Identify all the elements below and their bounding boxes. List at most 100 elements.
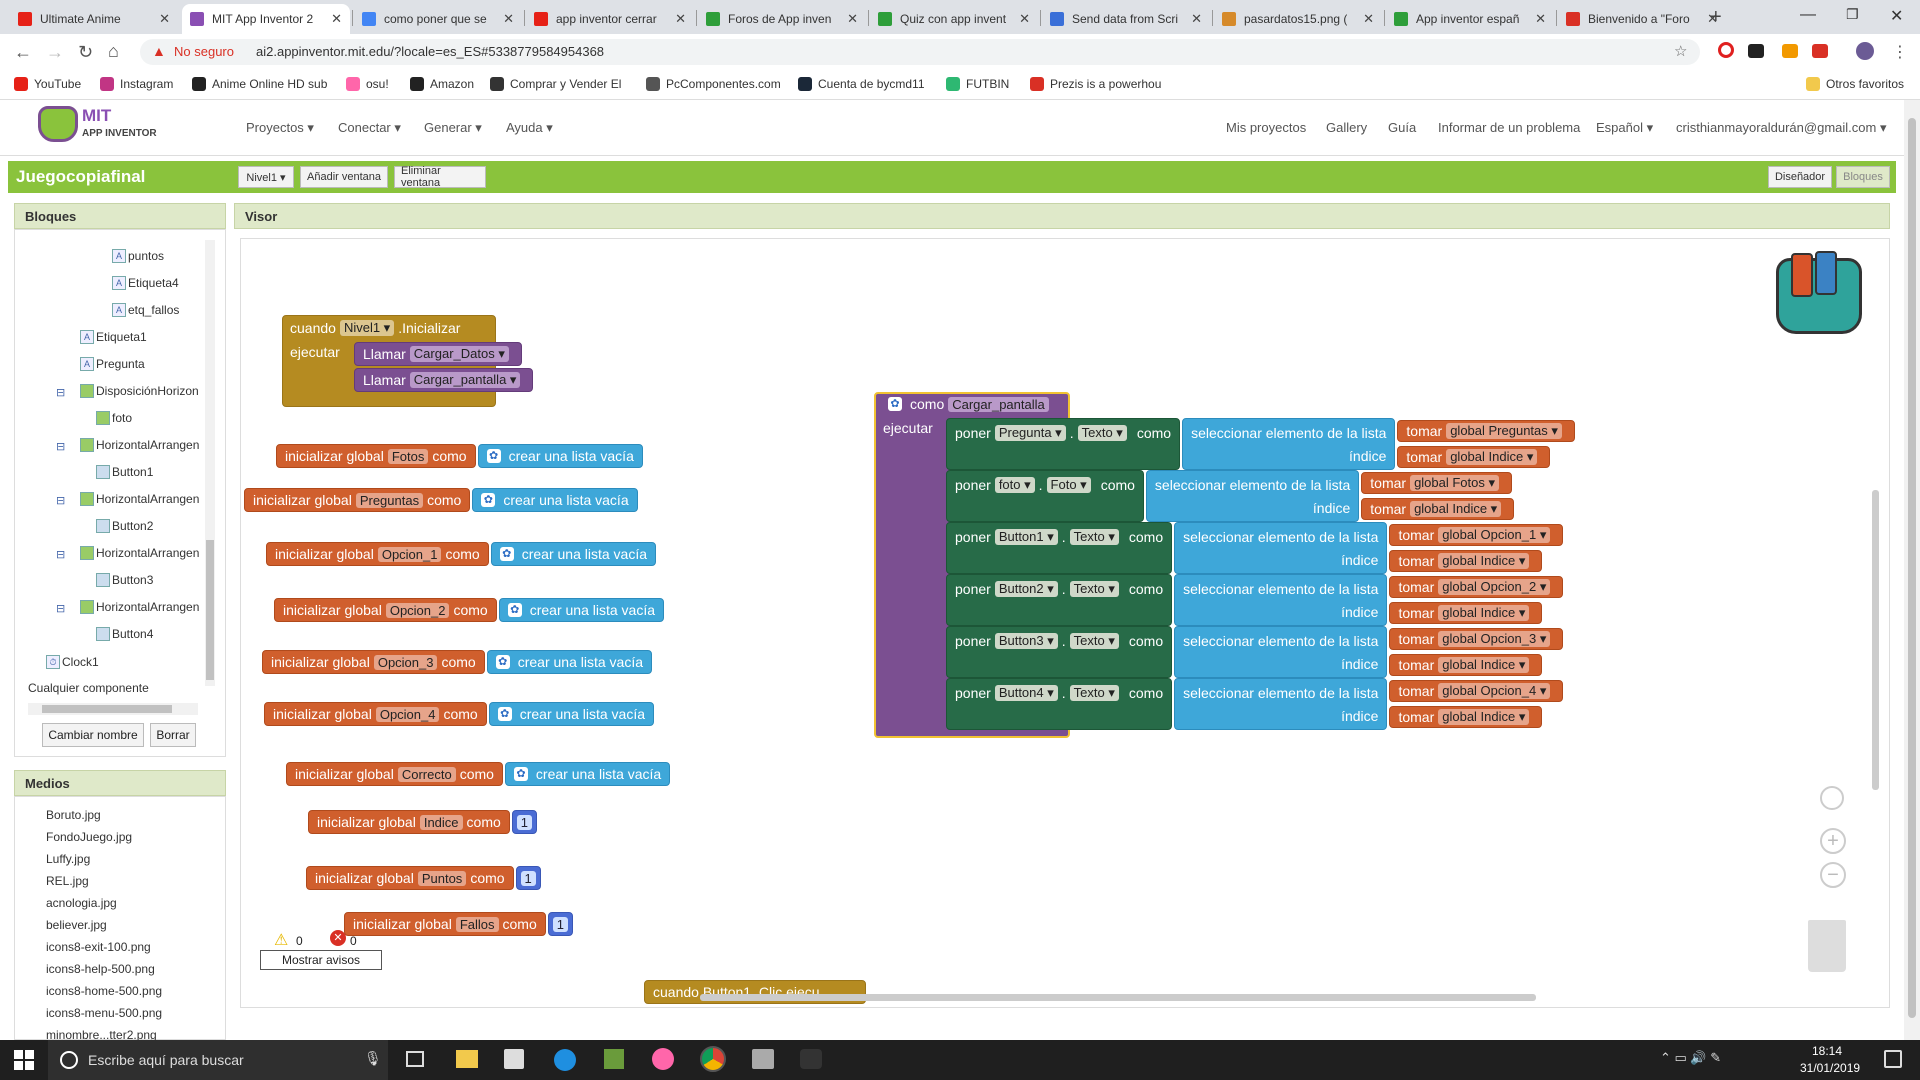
bookmark-item[interactable]: Amazon [410,77,474,91]
get-global-index-block[interactable]: tomarglobal Indice ▾ [1389,602,1542,624]
right-menu-item[interactable]: Español ▾ [1596,120,1653,136]
tree-item[interactable]: ⏱Clock1 [46,652,99,672]
reload-icon[interactable]: ↻ [78,42,93,63]
new-tab-button[interactable]: + [1710,6,1722,29]
gear-icon[interactable]: ✿ [508,603,522,617]
global-name-field[interactable]: Opcion_2 [386,603,450,618]
number-value[interactable]: 1 [517,815,532,830]
bookmark-item[interactable]: FUTBIN [946,77,1009,91]
bookmark-item[interactable]: PcComponentes.com [646,77,781,91]
global-name-field[interactable]: Opcion_1 [378,547,442,562]
tab-7[interactable]: Send data from Scri✕ [1042,4,1210,34]
tree-hscroll-thumb[interactable] [42,705,172,713]
right-menu-item[interactable]: cristhianmayoraldurán@gmail.com ▾ [1676,120,1886,136]
get-global-index-block[interactable]: tomarglobal Indice ▾ [1361,498,1514,520]
gear-icon[interactable]: ✿ [496,655,510,669]
tab-8[interactable]: pasardatos15.png (✕ [1214,4,1382,34]
init-global-opcion_2-block[interactable]: inicializar globalOpcion_2como [274,598,497,622]
app-window-icon[interactable] [752,1049,774,1069]
tab-close-icon[interactable]: ✕ [159,11,170,27]
media-file[interactable]: icons8-help-500.png [46,962,155,976]
global-dropdown[interactable]: global Indice ▾ [1438,605,1529,621]
profile-icon[interactable] [1856,42,1874,60]
component-dropdown[interactable]: foto ▾ [995,477,1035,493]
create-empty-list-block[interactable]: ✿crear una lista vacía [491,542,656,566]
select-list-item-block[interactable]: seleccionar elemento de la listaíndice [1182,418,1395,470]
taskbar-search-box[interactable]: Escribe aquí para buscar 🎙 [48,1040,388,1080]
property-dropdown[interactable]: Texto ▾ [1078,425,1127,441]
right-menu-item[interactable]: Informar de un problema [1438,120,1580,135]
property-dropdown[interactable]: Texto ▾ [1070,633,1119,649]
gear-icon[interactable]: ✿ [888,397,902,411]
workspace-hscrollbar[interactable] [700,994,1536,1001]
tree-item[interactable]: Apuntos [112,246,164,266]
component-dropdown[interactable]: Button1 ▾ [995,529,1058,545]
tab-close-icon[interactable]: ✕ [1191,11,1202,27]
tab-1[interactable]: Ultimate Anime✕ [10,4,178,34]
global-dropdown[interactable]: global Opcion_1 ▾ [1438,527,1550,543]
create-empty-list-block[interactable]: ✿crear una lista vacía [505,762,670,786]
gear-icon[interactable]: ✿ [498,707,512,721]
media-file[interactable]: Boruto.jpg [46,808,101,822]
remove-screen-button[interactable]: Eliminar ventana [394,166,486,188]
set-property-block[interactable]: ponerButton4 ▾.Texto ▾como [946,678,1172,730]
tree-item[interactable]: AEtiqueta4 [112,273,179,293]
system-tray-icons[interactable]: ⌃ ▭ 🔊 ✎ [1660,1050,1721,1066]
global-name-field[interactable]: Opcion_3 [374,655,438,670]
create-empty-list-block[interactable]: ✿crear una lista vacía [487,650,652,674]
global-name-field[interactable]: Preguntas [356,493,423,508]
property-dropdown[interactable]: Foto ▾ [1047,477,1091,493]
global-dropdown[interactable]: global Fotos ▾ [1410,475,1499,491]
show-warnings-button[interactable]: Mostrar avisos [260,950,382,970]
extension-icon[interactable] [1748,44,1764,58]
media-file[interactable]: FondoJuego.jpg [46,830,132,844]
home-icon[interactable]: ⌂ [108,41,119,62]
opera-icon[interactable] [1718,42,1734,58]
init-global-opcion_3-block[interactable]: inicializar globalOpcion_3como [262,650,485,674]
extension-off-icon[interactable] [1782,44,1798,58]
number-value[interactable]: 1 [553,917,568,932]
select-list-item-block[interactable]: seleccionar elemento de la listaíndice [1174,574,1387,626]
init-global-fallos-block[interactable]: inicializar globalFalloscomo [344,912,546,936]
select-list-item-block[interactable]: seleccionar elemento de la listaíndice [1146,470,1359,522]
get-global-index-block[interactable]: tomarglobal Indice ▾ [1389,550,1542,572]
tab-close-icon[interactable]: ✕ [675,11,686,27]
media-file[interactable]: believer.jpg [46,918,107,932]
right-menu-item[interactable]: Gallery [1326,120,1367,135]
bookmark-item[interactable]: Prezis is a powerhou [1030,77,1161,91]
tree-scrollbar[interactable] [205,240,215,686]
tree-item[interactable]: Button4 [96,624,153,644]
tree-item[interactable]: HorizontalArrangen [80,543,199,563]
get-global-index-block[interactable]: tomarglobal Indice ▾ [1389,706,1542,728]
delete-button[interactable]: Borrar [150,723,196,747]
select-list-item-block[interactable]: seleccionar elemento de la listaíndice [1174,626,1387,678]
init-global-opcion_4-block[interactable]: inicializar globalOpcion_4como [264,702,487,726]
recenter-icon[interactable] [1820,786,1844,810]
tab-close-icon[interactable]: ✕ [1535,11,1546,27]
tree-item[interactable]: AEtiqueta1 [80,327,147,347]
select-list-item-block[interactable]: seleccionar elemento de la listaíndice [1174,522,1387,574]
close-window-icon[interactable]: ✕ [1890,6,1903,26]
url-text[interactable]: ai2.appinventor.mit.edu/?locale=es_ES#53… [256,44,604,59]
bookmark-item[interactable]: YouTube [14,77,81,91]
minimize-icon[interactable]: — [1800,6,1816,24]
collapse-icon[interactable]: ⊟ [56,386,65,399]
bookmark-item[interactable]: Anime Online HD sub [192,77,327,91]
star-icon[interactable]: ☆ [1674,42,1687,60]
right-menu-item[interactable]: Guía [1388,120,1416,135]
call-cargar-datos-block[interactable]: LlamarCargar_Datos ▾ [354,342,522,366]
create-empty-list-block[interactable]: ✿crear una lista vacía [472,488,637,512]
top-menu-item[interactable]: Conectar ▾ [338,120,401,136]
bookmark-item[interactable]: Comprar y Vender El [490,77,621,91]
global-name-field[interactable]: Fotos [388,449,429,464]
designer-button[interactable]: Diseñador [1768,166,1832,188]
get-global-list-block[interactable]: tomarglobal Opcion_1 ▾ [1389,524,1563,546]
number-block[interactable]: 1 [512,810,537,834]
global-name-field[interactable]: Opcion_4 [376,707,440,722]
global-dropdown[interactable]: global Indice ▾ [1410,501,1501,517]
property-dropdown[interactable]: Texto ▾ [1070,685,1119,701]
tab-close-icon[interactable]: ✕ [847,11,858,27]
component-dropdown[interactable]: Button3 ▾ [995,633,1058,649]
tree-item[interactable]: foto [96,408,132,428]
microphone-icon[interactable]: 🎙 [364,1050,382,1067]
